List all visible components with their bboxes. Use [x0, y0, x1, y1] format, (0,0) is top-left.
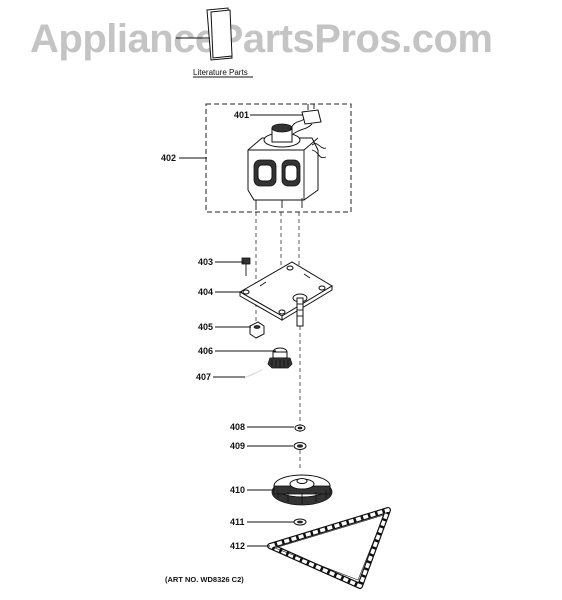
- callout-407[interactable]: 407: [196, 372, 211, 382]
- callout-410[interactable]: 410: [230, 485, 245, 495]
- large-washer-icon[interactable]: [293, 442, 307, 450]
- spacer-icon[interactable]: [293, 518, 307, 526]
- literature-booklet-icon: [176, 7, 233, 61]
- small-sprocket-icon[interactable]: [267, 347, 293, 369]
- motor-shaft-icon: [296, 297, 304, 327]
- callout-408[interactable]: 408: [230, 422, 245, 432]
- roll-pin-icon[interactable]: [243, 369, 263, 379]
- large-sprocket-icon[interactable]: [271, 474, 333, 506]
- callout-401[interactable]: 401: [234, 110, 249, 120]
- callout-412[interactable]: 412: [230, 541, 245, 551]
- nut-icon[interactable]: [249, 321, 265, 339]
- small-washer-icon[interactable]: [294, 424, 306, 432]
- art-number: (ART NO. WD8326 C2): [165, 575, 244, 584]
- literature-parts-label[interactable]: Literature Parts: [193, 68, 248, 77]
- screw-icon[interactable]: [241, 257, 251, 276]
- callout-405[interactable]: 405: [198, 322, 213, 332]
- callout-409[interactable]: 409: [230, 441, 245, 451]
- wire-connector-icon[interactable]: [301, 104, 322, 125]
- callout-411[interactable]: 411: [230, 517, 245, 527]
- watermark-text: AppliancePartsPros.com: [30, 17, 493, 61]
- callout-406[interactable]: 406: [198, 346, 213, 356]
- callout-402[interactable]: 402: [161, 153, 176, 163]
- callout-403[interactable]: 403: [198, 257, 213, 267]
- chain-icon[interactable]: [267, 507, 391, 589]
- motor-icon[interactable]: [247, 117, 327, 210]
- callout-404[interactable]: 404: [198, 287, 213, 297]
- mounting-plate-icon[interactable]: [238, 261, 333, 321]
